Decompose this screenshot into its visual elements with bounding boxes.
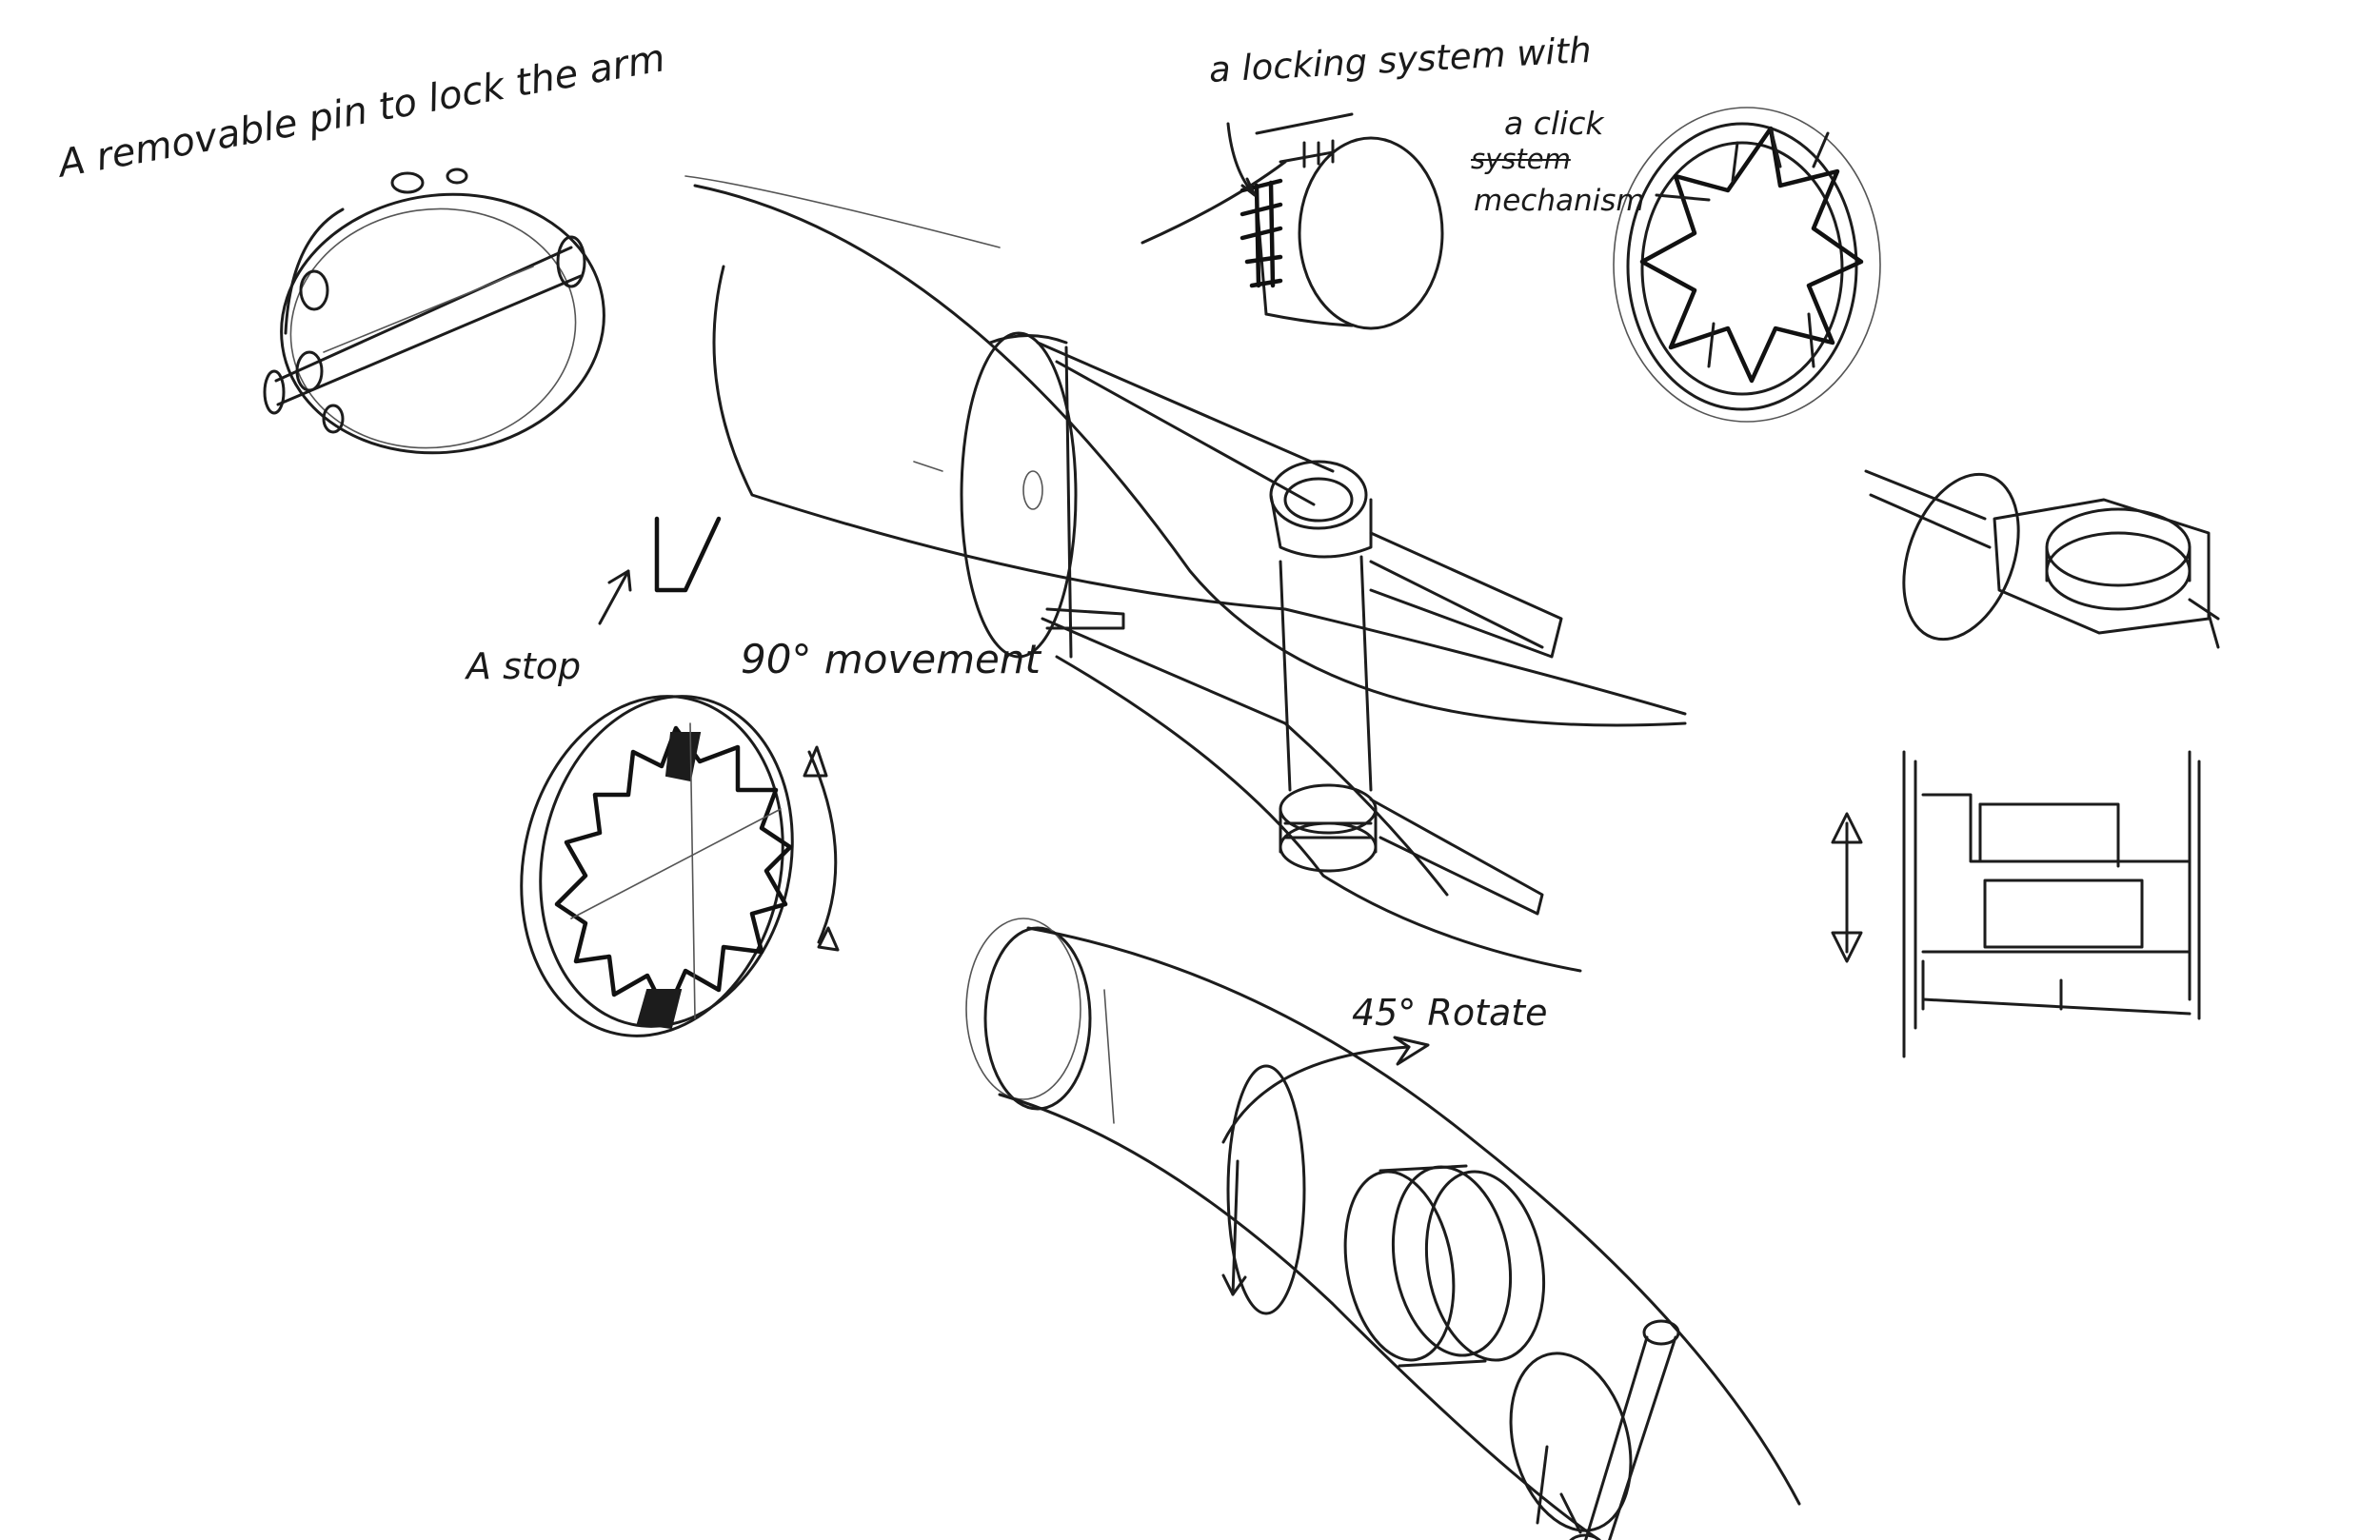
locking-system-struck-word: system [1471,143,1571,175]
toothed-ring [520,695,840,1037]
pivot-pin-detail [1864,469,2220,649]
stop-label: A stop [466,645,582,687]
curved-tube-joint [965,918,1801,1540]
locking-system-label-line2: a click [1504,105,1604,142]
rotate-label: 45° Rotate [1352,992,1548,1034]
star-cam-ring [1613,107,1881,423]
removable-pin-ring [263,168,605,455]
movement-label: 90° movement [741,636,1041,682]
stop-bracket [598,516,722,625]
main-arm-assembly [684,175,1687,973]
locking-cylinder [1140,112,1444,330]
locking-system-label-line3: mechanism [1474,184,1645,218]
cross-section-detail [1831,750,2201,1058]
